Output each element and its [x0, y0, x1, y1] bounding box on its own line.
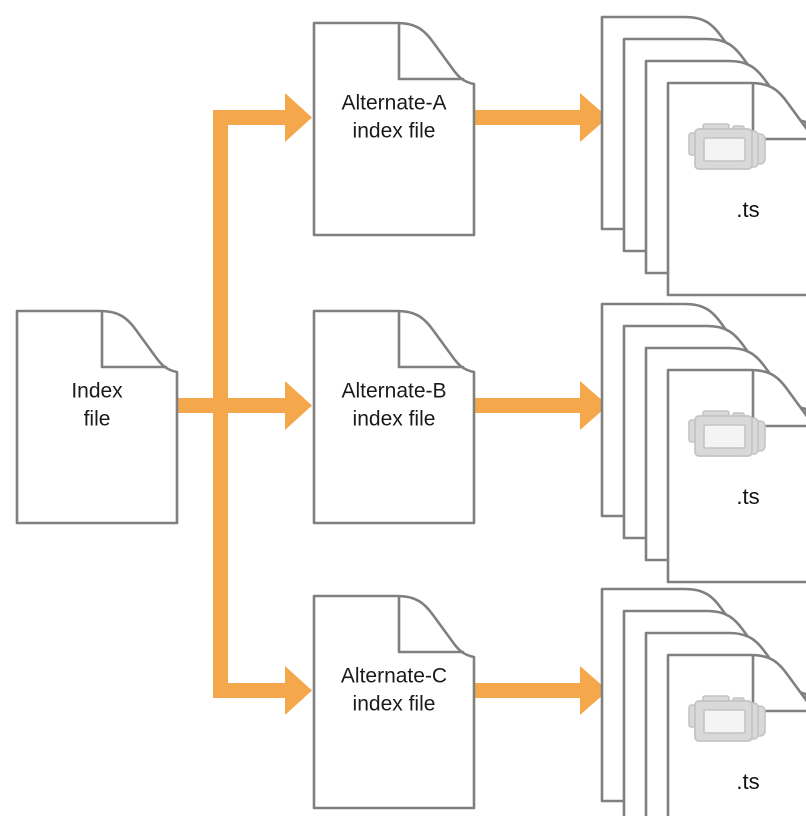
alternate-b-label-line1: Alternate-B [341, 380, 446, 403]
arrow-alternate-b-to-segments [452, 381, 608, 430]
alternate-a-label-line1: Alternate-A [341, 92, 446, 115]
alternate-a-label-line2: index file [353, 120, 436, 143]
connector-group [155, 93, 608, 715]
alternate-b-label-line2: index file [353, 408, 436, 431]
arrow-trunk-to-alternate-a [213, 93, 312, 160]
camcorder-icon [688, 410, 766, 457]
segment-sheet-front: .ts [666, 368, 806, 584]
index-file-label-line2: file [84, 408, 111, 431]
index-file-label-line1: Index [71, 380, 123, 403]
segment-sheet-front: .ts [666, 81, 806, 297]
arrow-trunk-to-alternate-b [228, 381, 312, 430]
segment-sheet-front: .ts [666, 653, 806, 816]
arrow-trunk-to-alternate-c [213, 648, 312, 715]
index-file-document[interactable]: Index file [15, 309, 179, 525]
segment-stack-b[interactable]: .ts [600, 302, 806, 584]
alternate-b-index-document[interactable]: Alternate-B index file [312, 309, 476, 525]
alternate-a-index-document[interactable]: Alternate-A index file [312, 21, 476, 237]
segment-label-b: .ts [736, 484, 759, 509]
segment-label-a: .ts [736, 197, 759, 222]
arrow-alternate-c-to-segments [452, 666, 608, 715]
alternate-c-label-line2: index file [353, 693, 436, 716]
camcorder-icon [688, 123, 766, 170]
segment-stack-a[interactable]: .ts [600, 15, 806, 297]
alternate-c-index-document[interactable]: Alternate-C index file [312, 594, 476, 810]
arrow-alternate-a-to-segments [452, 93, 608, 142]
camcorder-icon [688, 695, 766, 742]
alternate-c-label-line1: Alternate-C [341, 665, 447, 688]
segment-stack-c[interactable]: .ts [600, 587, 806, 816]
segment-label-c: .ts [736, 769, 759, 794]
